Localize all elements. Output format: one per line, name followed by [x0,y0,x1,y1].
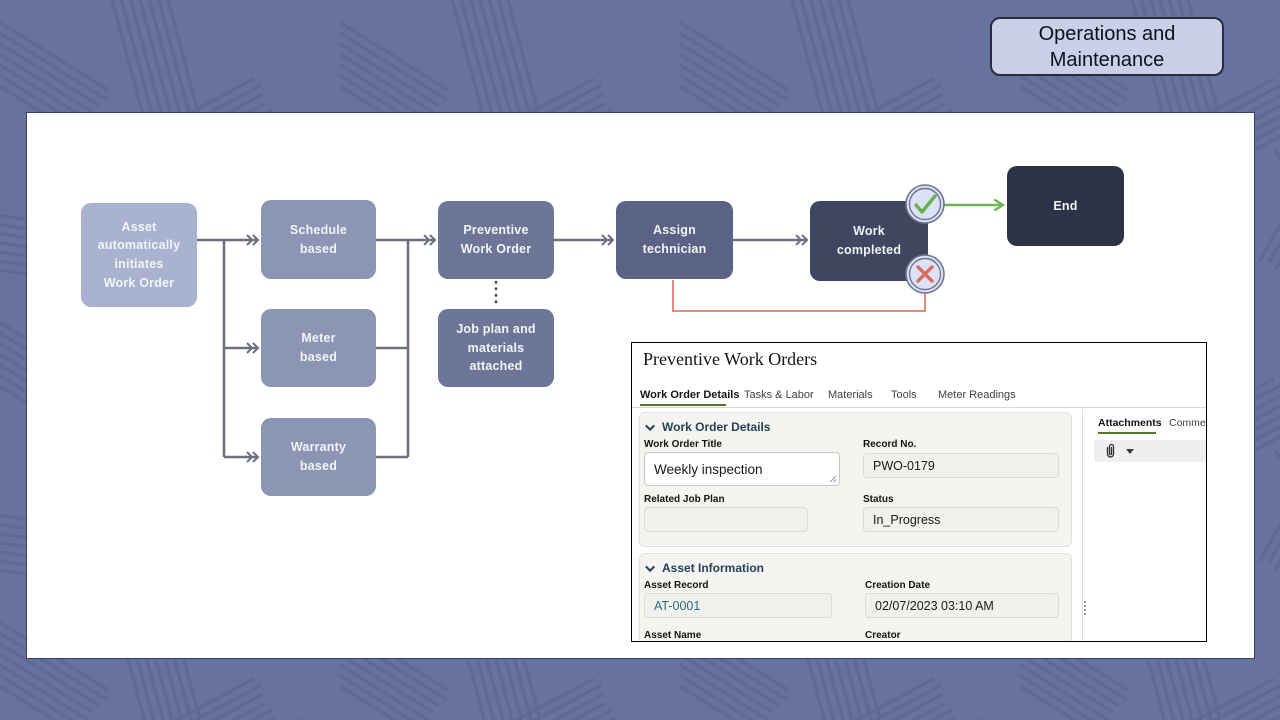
chevron-down-icon [645,561,656,572]
tab-tools[interactable]: Tools [891,389,917,401]
status-field[interactable]: In_Progress [863,507,1059,532]
node-end: End [1007,166,1124,246]
attachments-toolbar [1094,440,1206,462]
tab-meter-readings[interactable]: Meter Readings [938,389,1016,401]
tab-work-order-details[interactable]: Work Order Details [640,389,740,401]
field-label: Asset Record [644,580,709,591]
diagram-canvas: Asset automatically initiates Work Order… [26,112,1255,659]
app-title: Preventive Work Orders [643,349,818,369]
node-schedule-based: Schedule based [261,200,376,279]
node-asset-initiates: Asset automatically initiates Work Order [81,203,197,307]
tabs-divider [632,407,1206,408]
tab-comments[interactable]: Comments [1169,417,1206,429]
panel-drag-handle-icon[interactable] [1084,601,1086,615]
panel-divider [1082,409,1083,641]
section-header[interactable]: Work Order Details [645,420,770,434]
node-preventive-work-order: Preventive Work Order [438,201,554,279]
field-label: Status [863,494,894,505]
node-meter-based: Meter based [261,309,376,387]
node-assign-technician: Assign technician [616,201,733,279]
field-label: Asset Name [644,630,702,641]
node-work-completed: Work completed [810,201,928,281]
field-label: Creator [865,630,901,641]
slide-title-badge: Operations and Maintenance [990,17,1224,76]
node-job-plan-attached: Job plan and materials attached [438,309,554,387]
section-header[interactable]: Asset Information [645,561,764,575]
paperclip-icon[interactable] [1104,443,1117,459]
tab-attachments[interactable]: Attachments [1098,417,1162,429]
caret-down-icon[interactable] [1126,448,1134,454]
field-label: Record No. [863,439,917,450]
resize-handle-icon[interactable] [829,475,837,483]
chevron-down-icon [645,420,656,431]
creation-date-field[interactable]: 02/07/2023 03:10 AM [865,593,1059,618]
work-order-app-window: Preventive Work Orders Work Order Detail… [631,342,1207,642]
related-job-plan-field[interactable] [644,507,808,532]
node-warranty-based: Warranty based [261,418,376,496]
section-asset-information: Asset Information Asset Record AT-0001 C… [639,553,1072,641]
record-no-field[interactable]: PWO-0179 [863,453,1059,478]
asset-record-field[interactable]: AT-0001 [644,593,832,618]
tab-materials[interactable]: Materials [828,389,873,401]
field-label: Work Order Title [644,439,722,450]
field-label: Creation Date [865,580,931,591]
active-side-tab-underline [1098,432,1156,434]
field-label: Related Job Plan [644,494,725,505]
work-order-title-input[interactable]: Weekly inspection [644,452,840,486]
active-tab-underline [640,404,726,406]
section-work-order-details: Work Order Details Work Order Title Week… [639,412,1072,547]
tab-tasks-labor[interactable]: Tasks & Labor [744,389,814,401]
